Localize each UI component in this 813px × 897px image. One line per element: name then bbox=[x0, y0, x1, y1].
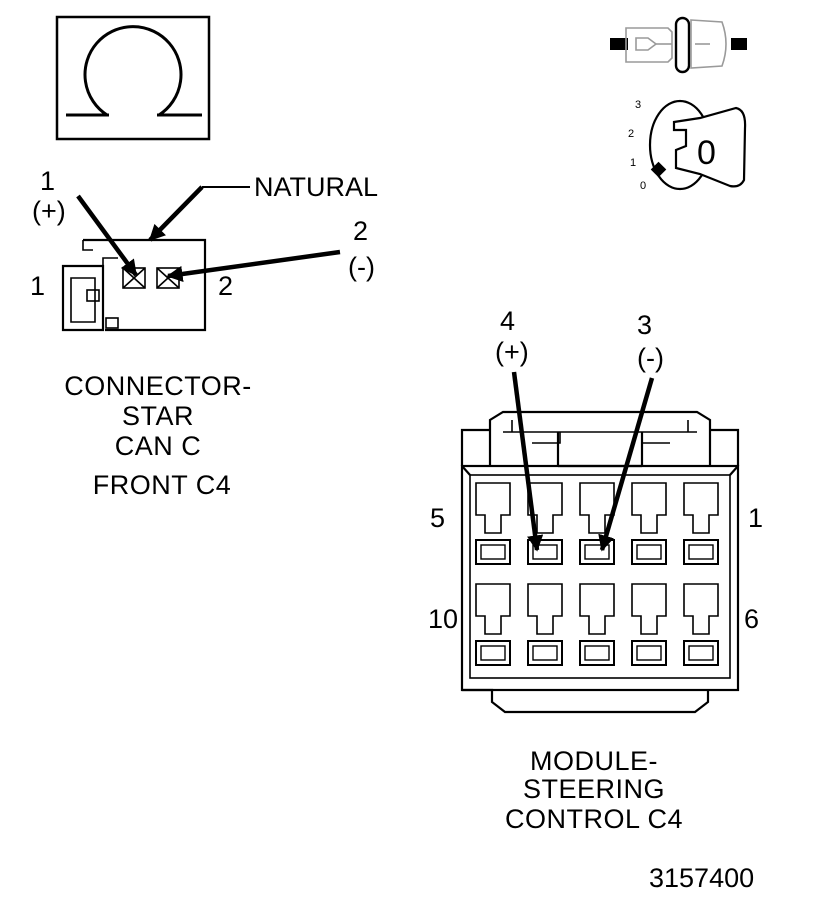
pin3-polarity: (-) bbox=[637, 343, 664, 373]
ignition-switch-icon: 3 2 1 0 0 bbox=[610, 16, 747, 192]
terminal-8 bbox=[579, 640, 615, 666]
key-position-marker bbox=[650, 161, 667, 178]
color-label: NATURAL bbox=[254, 172, 378, 202]
terminal-6 bbox=[683, 640, 719, 666]
module-title-line-2: STEERING bbox=[523, 774, 665, 804]
terminal-1 bbox=[683, 539, 719, 565]
key-position-1: 1 bbox=[630, 157, 636, 169]
ohmmeter-frame bbox=[55, 15, 211, 141]
pin1-polarity: (+) bbox=[32, 196, 66, 226]
module-title-line-3: CONTROL C4 bbox=[505, 804, 683, 834]
key-position-0: 0 bbox=[640, 180, 646, 192]
label-pin-10: 10 bbox=[428, 604, 458, 634]
star-title-line-1: CONNECTOR- bbox=[64, 371, 252, 401]
star-title-line-3: CAN C bbox=[115, 431, 202, 461]
module-cavities bbox=[475, 482, 719, 666]
star-connector: NATURAL 1 (+) 2 (-) 1 2 CONNECTOR- STAR bbox=[30, 166, 378, 500]
omega-icon bbox=[83, 25, 183, 117]
cavity-9 bbox=[527, 583, 563, 666]
pin2-number: 2 bbox=[353, 216, 368, 246]
terminal-3 bbox=[579, 539, 615, 565]
cavity-7 bbox=[631, 583, 667, 666]
pin4-number: 4 bbox=[500, 306, 515, 336]
star-side-left-number: 1 bbox=[30, 271, 45, 301]
key-position-3: 3 bbox=[635, 99, 641, 111]
figure-number: 3157400 bbox=[649, 863, 754, 893]
ohmmeter-symbol bbox=[55, 15, 211, 141]
terminal-2 bbox=[631, 539, 667, 565]
key-icon bbox=[672, 106, 747, 188]
star-title-line-2: STAR bbox=[122, 401, 194, 431]
steering-module-connector: 4 (+) 3 (-) 5 1 10 6 MODULE- STEERING CO… bbox=[428, 306, 763, 834]
terminal-5 bbox=[475, 539, 511, 565]
pin1-number: 1 bbox=[40, 166, 55, 196]
key-head-icon bbox=[674, 16, 691, 74]
module-title-line-1: MODULE- bbox=[530, 746, 658, 776]
cavity-2 bbox=[631, 482, 667, 565]
key-position-2: 2 bbox=[628, 128, 634, 140]
star-pin-2 bbox=[156, 267, 180, 289]
label-pin-1: 1 bbox=[748, 503, 763, 533]
label-pin-6: 6 bbox=[744, 604, 759, 634]
cavity-1 bbox=[683, 482, 719, 565]
pin3-number: 3 bbox=[637, 310, 652, 340]
cavity-8 bbox=[579, 583, 615, 666]
pin2-polarity: (-) bbox=[348, 252, 375, 282]
star-side-right-number: 2 bbox=[218, 271, 233, 301]
cavity-6 bbox=[683, 583, 719, 666]
label-pin-5: 5 bbox=[430, 503, 445, 533]
star-pin-1 bbox=[122, 267, 146, 289]
terminal-7 bbox=[631, 640, 667, 666]
cavity-10 bbox=[475, 583, 511, 666]
terminal-9 bbox=[527, 640, 563, 666]
star-title-line-4: FRONT C4 bbox=[93, 470, 232, 500]
key-position-indicator: 0 bbox=[697, 134, 716, 172]
terminal-10 bbox=[475, 640, 511, 666]
terminal-4 bbox=[527, 539, 563, 565]
cavity-5 bbox=[475, 482, 511, 565]
pin4-polarity: (+) bbox=[495, 337, 529, 367]
